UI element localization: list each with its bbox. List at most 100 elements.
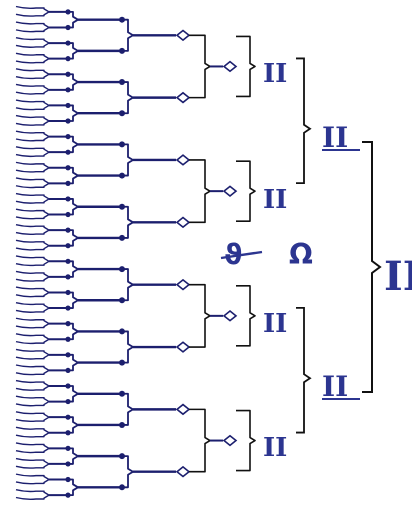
leaf-line <box>15 200 40 204</box>
level1-bracket <box>40 22 50 33</box>
level1-bracket <box>40 54 50 64</box>
level1-bracket <box>40 163 50 173</box>
leaf-line <box>15 364 40 368</box>
leaf-line <box>15 286 40 290</box>
leaf-line <box>15 122 40 126</box>
level1-bracket <box>40 100 50 111</box>
upper-layer <box>220 35 382 472</box>
leaf-line <box>15 403 40 407</box>
root-label: III <box>384 253 412 300</box>
leaf-line <box>15 411 40 415</box>
level1-bracket <box>40 69 50 79</box>
level1-bracket <box>40 428 50 438</box>
leaf-line <box>15 231 40 235</box>
leaf-line <box>15 99 40 103</box>
leaf-line <box>15 496 40 500</box>
level4-node <box>222 185 238 197</box>
level3-bracket <box>122 81 134 115</box>
level1-bracket <box>40 116 50 126</box>
level3-node <box>175 341 191 353</box>
leaf-line <box>15 309 40 313</box>
leaf-line <box>15 36 40 41</box>
leaf-line <box>15 21 40 25</box>
leaf-line <box>15 13 40 17</box>
leaf-line <box>15 192 40 197</box>
leaf-line <box>15 138 40 142</box>
leaf-line <box>15 146 40 150</box>
leaf-line <box>15 239 40 243</box>
group-bracket <box>236 285 256 347</box>
level1-bracket <box>40 287 50 298</box>
leaf-line <box>15 177 40 181</box>
leaf-line <box>15 216 40 220</box>
leaf-line <box>15 489 40 493</box>
pair-bracket-lower <box>296 306 312 434</box>
level2-bracket <box>68 135 79 154</box>
leaf-line <box>15 5 40 9</box>
level4-bracket <box>189 408 211 473</box>
leaf-line <box>15 434 40 438</box>
level3-node <box>175 29 191 42</box>
level1-bracket <box>40 85 50 95</box>
leaf-line <box>15 208 40 212</box>
level2-bracket <box>68 198 79 216</box>
group-bracket <box>236 35 256 98</box>
level1-bracket <box>40 350 50 360</box>
leaf-line <box>15 29 40 33</box>
level2-bracket <box>68 291 79 309</box>
leaf-line <box>15 75 40 80</box>
leaf-line <box>15 442 40 446</box>
level1-bracket <box>40 272 50 282</box>
level1-bracket <box>40 443 50 453</box>
leaf-line <box>15 333 40 337</box>
level1-layer <box>40 7 71 500</box>
level1-bracket <box>40 194 50 204</box>
leaf-line <box>15 278 40 282</box>
leaf-line <box>15 294 40 298</box>
level1-bracket <box>40 412 50 422</box>
level1-bracket <box>40 131 50 142</box>
leaf-line <box>15 473 40 477</box>
level1-bracket <box>40 381 50 391</box>
group-bracket <box>236 409 256 472</box>
leaf-line <box>15 356 40 360</box>
level3-node <box>175 465 191 478</box>
level2-bracket <box>68 42 79 60</box>
level1-bracket <box>40 7 50 17</box>
level4-node <box>222 434 238 447</box>
leaf-line <box>15 161 40 165</box>
level2-bracket <box>68 10 79 29</box>
level4-layer <box>189 34 238 473</box>
level3-node <box>175 403 191 416</box>
leaf-line <box>15 91 40 95</box>
level1-bracket <box>40 334 50 344</box>
leaf-line <box>15 68 40 72</box>
leaf-line <box>15 426 40 430</box>
level4-bracket <box>189 283 211 348</box>
level3-bracket <box>122 455 134 489</box>
level1-bracket <box>40 459 50 469</box>
level2-bracket <box>68 260 79 278</box>
leaf-line <box>15 372 40 376</box>
leaf-line <box>15 481 40 485</box>
level1-bracket <box>40 147 50 157</box>
level1-bracket <box>40 225 50 235</box>
group-label-1: II <box>263 59 287 89</box>
leaf-line <box>15 340 40 345</box>
level2-bracket <box>68 447 79 465</box>
leaf-line <box>15 107 40 111</box>
root-bracket <box>362 141 382 393</box>
level2-layer <box>68 10 125 497</box>
level1-bracket <box>40 365 50 376</box>
level2-bracket <box>68 322 79 341</box>
level3-bracket <box>122 330 134 364</box>
level2-bracket <box>68 353 79 372</box>
leaf-line <box>15 465 40 469</box>
level3-bracket <box>122 268 134 302</box>
pair-label-upper: II <box>322 121 348 154</box>
leaf-line <box>15 60 40 64</box>
leaf-line <box>15 270 40 274</box>
leaf-line <box>15 130 40 134</box>
